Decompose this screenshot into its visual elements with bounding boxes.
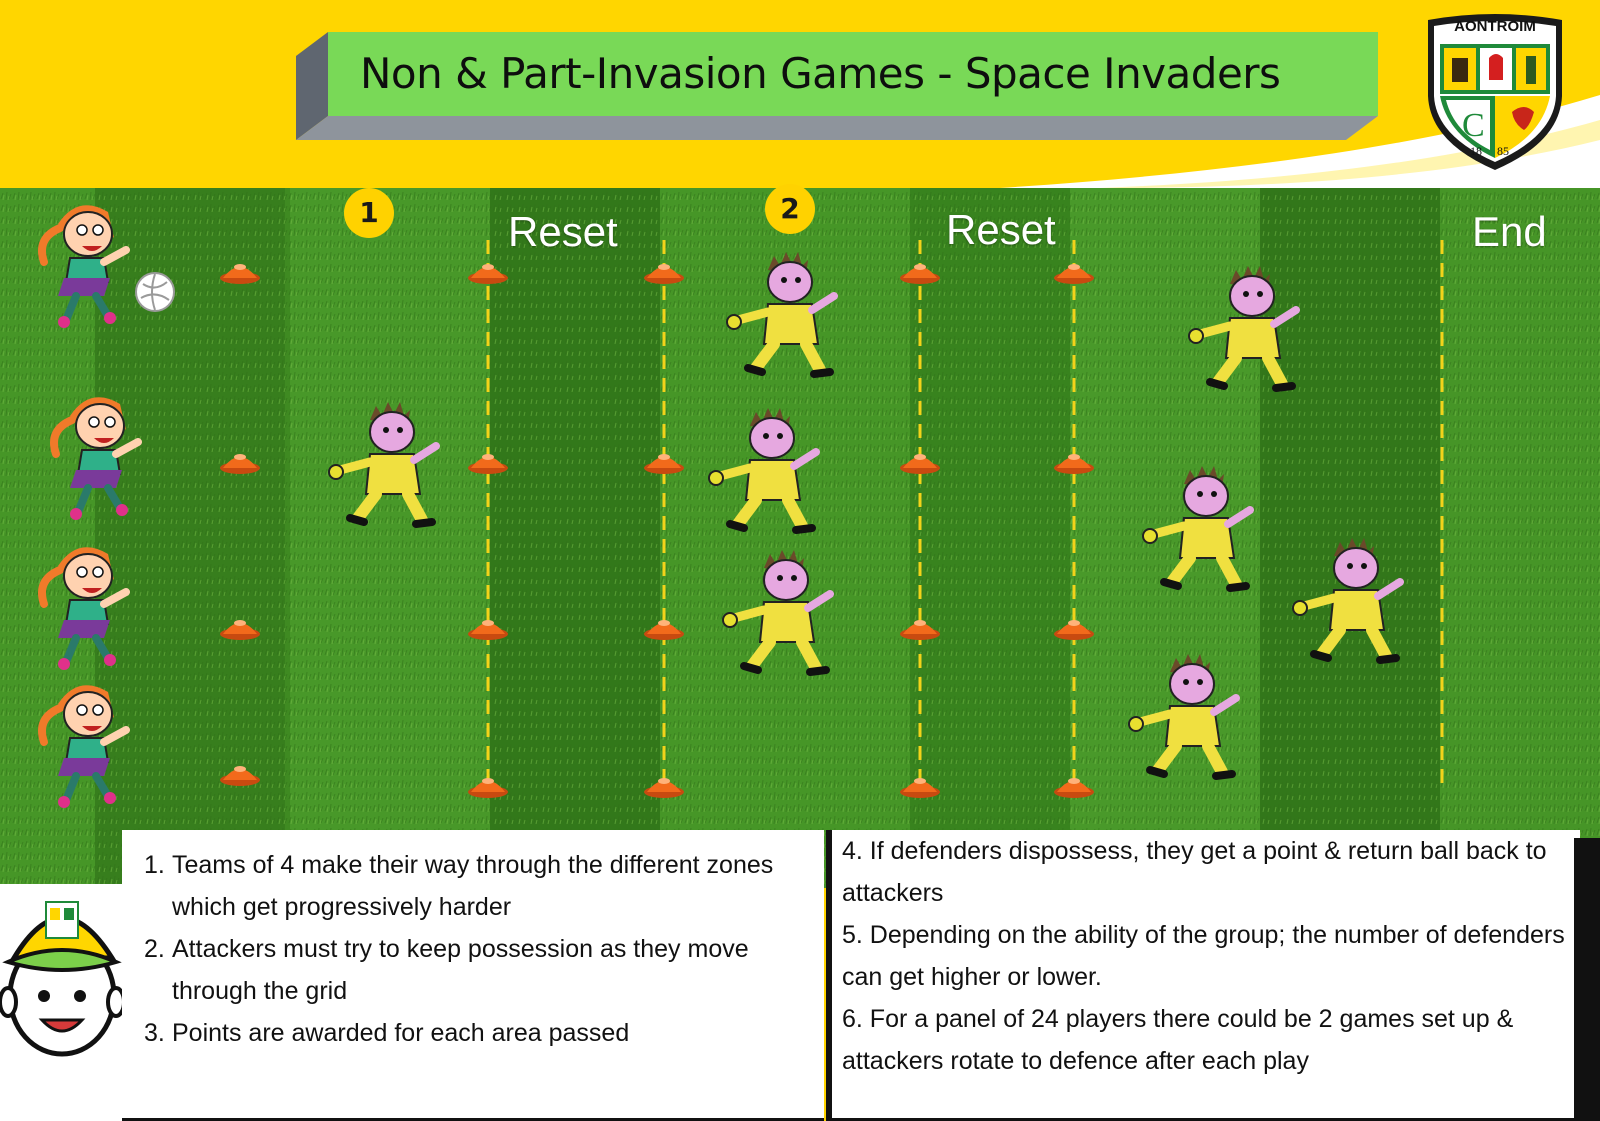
cone-icon: [900, 454, 940, 474]
defender-icon: [328, 402, 440, 528]
cone-icon: [220, 766, 260, 786]
page-title: Non & Part-Invasion Games - Space Invade…: [360, 49, 1281, 98]
zone-badge-2: 2: [765, 184, 815, 234]
svg-text:C: C: [1462, 107, 1485, 144]
mascot-cap-icon: [0, 901, 122, 1057]
crest-title: AONTROIM: [1454, 18, 1536, 35]
rule-item: 5. Depending on the ability of the group…: [842, 921, 1565, 991]
cone-icon: [900, 620, 940, 640]
rule-number: 3.: [144, 1019, 165, 1047]
crest-year-left: 18: [1470, 144, 1482, 158]
cone-icon: [468, 264, 508, 284]
girl-attacker-icon: [38, 205, 130, 328]
cone-icon: [644, 778, 684, 798]
panel-edge: [1574, 838, 1600, 1121]
rule-number: 2.: [144, 935, 165, 963]
cone-icon: [220, 620, 260, 640]
cone-icon: [900, 264, 940, 284]
girl-attacker-icon: [38, 685, 130, 808]
defenders: [328, 252, 1404, 780]
defender-icon: [1142, 466, 1254, 592]
rule-item: 4. If defenders dispossess, they get a p…: [842, 837, 1547, 907]
cone-icon: [468, 778, 508, 798]
defender-icon: [1188, 266, 1300, 392]
rule-number: 1.: [144, 851, 165, 879]
title-face: [328, 32, 1378, 116]
defender-icon: [722, 550, 834, 676]
cone-icon: [1054, 454, 1094, 474]
cone-icon: [220, 454, 260, 474]
title-banner: Non & Part-Invasion Games - Space Invade…: [296, 32, 1380, 144]
cone-icon: [1054, 264, 1094, 284]
rule-item: 1.Teams of 4 make their way through the …: [136, 844, 806, 928]
girl-attacker-icon: [38, 547, 130, 670]
cone-icon: [468, 620, 508, 640]
cone-icon: [644, 264, 684, 284]
mascot-panel: [0, 884, 122, 1121]
zone-badge-1: 1: [344, 188, 394, 238]
rule-item: 2.Attackers must try to keep possession …: [136, 928, 806, 1012]
rules-list-left: 1.Teams of 4 make their way through the …: [122, 830, 824, 1054]
cone-icon: [1054, 620, 1094, 640]
cone-icon: [644, 454, 684, 474]
title-banner-3d: [296, 32, 1378, 140]
football-icon: [135, 272, 175, 312]
cone-icon: [1054, 778, 1094, 798]
zone-label-reset-1: Reset: [508, 208, 618, 255]
cone-icon: [900, 778, 940, 798]
rule-item: 6. For a panel of 24 players there could…: [842, 1005, 1514, 1075]
playing-field: 1 2 Reset Reset End: [0, 184, 1600, 888]
rules-panel-left: 1.Teams of 4 make their way through the …: [122, 830, 824, 1121]
defender-icon: [726, 252, 838, 378]
rules-list-right: 4. If defenders dispossess, they get a p…: [832, 830, 1580, 1082]
field-graphics: [0, 188, 1600, 888]
header: Non & Part-Invasion Games - Space Invade…: [0, 0, 1600, 188]
cone-icon: [468, 454, 508, 474]
rule-text: Attackers must try to keep possession as…: [172, 935, 749, 1005]
rule-item: 3.Points are awarded for each area passe…: [136, 1012, 806, 1054]
defender-icon: [1128, 654, 1240, 780]
cones: [220, 264, 1094, 798]
rule-text: Teams of 4 make their way through the di…: [172, 851, 774, 921]
cone-icon: [220, 264, 260, 284]
attackers: [38, 205, 142, 808]
zone-label-reset-2: Reset: [946, 206, 1056, 253]
defender-icon: [1292, 538, 1404, 664]
zone-label-end: End: [1472, 208, 1547, 255]
antrim-crest-icon: C: [1428, 14, 1562, 170]
rule-text: Points are awarded for each area passed: [172, 1019, 630, 1047]
defender-icon: [708, 408, 820, 534]
crest-year-right: 85: [1497, 144, 1509, 158]
cone-icon: [644, 620, 684, 640]
girl-attacker-icon: [50, 397, 142, 520]
rules-panel-right: 4. If defenders dispossess, they get a p…: [826, 830, 1580, 1121]
